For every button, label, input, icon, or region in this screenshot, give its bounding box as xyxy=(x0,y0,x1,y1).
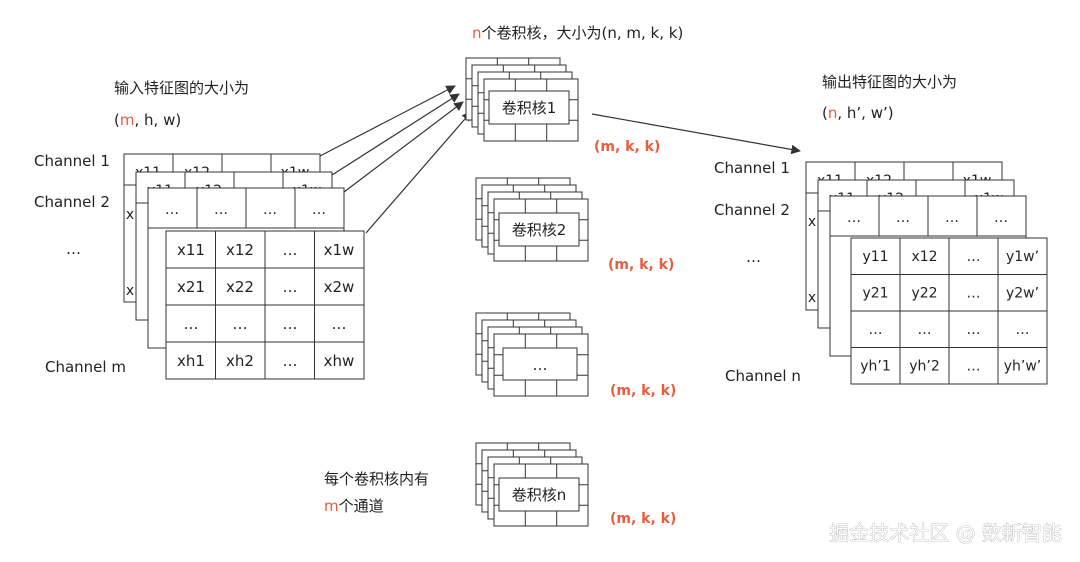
output-grid-cell: y22 xyxy=(911,286,937,302)
output-mid-cell: … xyxy=(896,210,910,226)
input-edge-fragment: x xyxy=(126,207,134,223)
input-channel-label-2: Channel 2 xyxy=(34,193,110,211)
output-grid-cell: y21 xyxy=(862,286,888,302)
input-title: 输入特征图的大小为 xyxy=(114,79,249,97)
input-mid-cell: … xyxy=(165,202,179,218)
kernel-note-line2: m个通道 xyxy=(324,497,384,515)
input-grid-cell: xh2 xyxy=(226,352,254,370)
output-shape: (n, h’, w’) xyxy=(822,104,894,122)
input-grid-cell: x2w xyxy=(324,278,355,296)
input-mid-cell: … xyxy=(214,202,228,218)
input-grid-cell: … xyxy=(184,315,199,333)
input-channel-label-ellipsis: … xyxy=(66,240,81,258)
arrow xyxy=(365,111,472,234)
output-edge-fragment: x xyxy=(808,214,816,230)
arrow xyxy=(591,113,801,155)
kernel-stack-2: 卷积核2 xyxy=(475,177,589,262)
output-channel-label-1: Channel 1 xyxy=(714,159,790,177)
input-grid-cell: x11 xyxy=(177,241,205,259)
output-grid-cell: … xyxy=(967,286,981,302)
output-channel-label-ellipsis: … xyxy=(746,248,761,266)
output-grid-cell: … xyxy=(918,322,932,338)
output-channel-label-2: Channel 2 xyxy=(714,201,790,219)
output-grid-cell: … xyxy=(1016,322,1030,338)
input-channel-label-m: Channel m xyxy=(45,358,126,376)
arrow xyxy=(343,101,464,193)
output-grid-cell: yh’w’ xyxy=(1004,359,1042,375)
kernels-header: n个卷积核，大小为(n, m, k, k) xyxy=(472,24,683,42)
kernel-label-n: 卷积核n xyxy=(512,486,567,504)
kernel-shape-2: (m, k, k) xyxy=(608,257,674,273)
output-mid-cell: … xyxy=(994,210,1008,226)
input-grid-cell: x21 xyxy=(177,278,205,296)
input-grid-cell: … xyxy=(233,315,248,333)
kernel-label-1: 卷积核1 xyxy=(502,99,557,117)
kernel-note-line1: 每个卷积核内有 xyxy=(324,470,429,488)
input-shape: (m, h, w) xyxy=(114,111,181,129)
watermark: 掘金技术社区 @ 数新智能 xyxy=(829,521,1062,545)
input-edge-fragment: x xyxy=(126,283,134,299)
output-grid-cell: … xyxy=(967,359,981,375)
kernel-label-ellipsis: … xyxy=(533,356,548,374)
output-grid-cell: yh’2 xyxy=(909,359,940,375)
kernel-label-2: 卷积核2 xyxy=(512,221,567,239)
output-shape-var: n xyxy=(828,104,838,122)
output-grid-cell: y1w’ xyxy=(1006,249,1039,265)
output-title: 输出特征图的大小为 xyxy=(822,73,957,91)
output-grid-cell: … xyxy=(967,322,981,338)
output-grid-cell: … xyxy=(967,249,981,265)
kernel-stack-n: 卷积核n xyxy=(475,442,589,527)
input-shape-var: m xyxy=(120,111,135,129)
input-mid-cell: … xyxy=(263,202,277,218)
output-grid-cell: x12 xyxy=(911,249,937,265)
input-grid-cell: x12 xyxy=(226,241,254,259)
input-front-grid: x11 x12 … x1w x21 x22 … x2w … … … … xh1 … xyxy=(165,230,365,380)
kernel-shape-1: (m, k, k) xyxy=(594,139,660,155)
input-mid-cell: … xyxy=(312,202,326,218)
output-mid-cell: … xyxy=(847,210,861,226)
input-grid-cell: xhw xyxy=(324,352,355,370)
output-grid-cell: yh’1 xyxy=(860,359,891,375)
input-grid-cell: … xyxy=(283,241,298,259)
connector-arrows xyxy=(319,85,801,234)
output-grid-cell: … xyxy=(869,322,883,338)
kernel-stack-1: 卷积核1 xyxy=(465,57,579,142)
output-grid-cell: y11 xyxy=(862,249,888,265)
input-grid-cell: x1w xyxy=(324,241,355,259)
input-grid-cell: … xyxy=(283,278,298,296)
output-grid-cell: y2w’ xyxy=(1006,286,1039,302)
input-grid-cell: … xyxy=(283,315,298,333)
input-grid-cell: x22 xyxy=(226,278,254,296)
kernel-shape-4: (m, k, k) xyxy=(610,511,676,527)
input-grid-cell: xh1 xyxy=(177,352,205,370)
input-grid-cell: … xyxy=(283,352,298,370)
kernel-stack-ellipsis: … xyxy=(475,312,589,397)
output-channel-label-n: Channel n xyxy=(725,367,801,385)
output-mid-cell: … xyxy=(945,210,959,226)
input-grid-cell: … xyxy=(332,315,347,333)
input-channel-label-1: Channel 1 xyxy=(34,152,110,170)
kernel-shape-3: (m, k, k) xyxy=(610,383,676,399)
output-edge-fragment: x xyxy=(808,290,816,306)
output-front-grid: y11 x12 … y1w’ y21 y22 … y2w’ … … … … yh… xyxy=(850,237,1048,385)
arrow xyxy=(319,85,456,157)
arrow xyxy=(331,93,460,176)
